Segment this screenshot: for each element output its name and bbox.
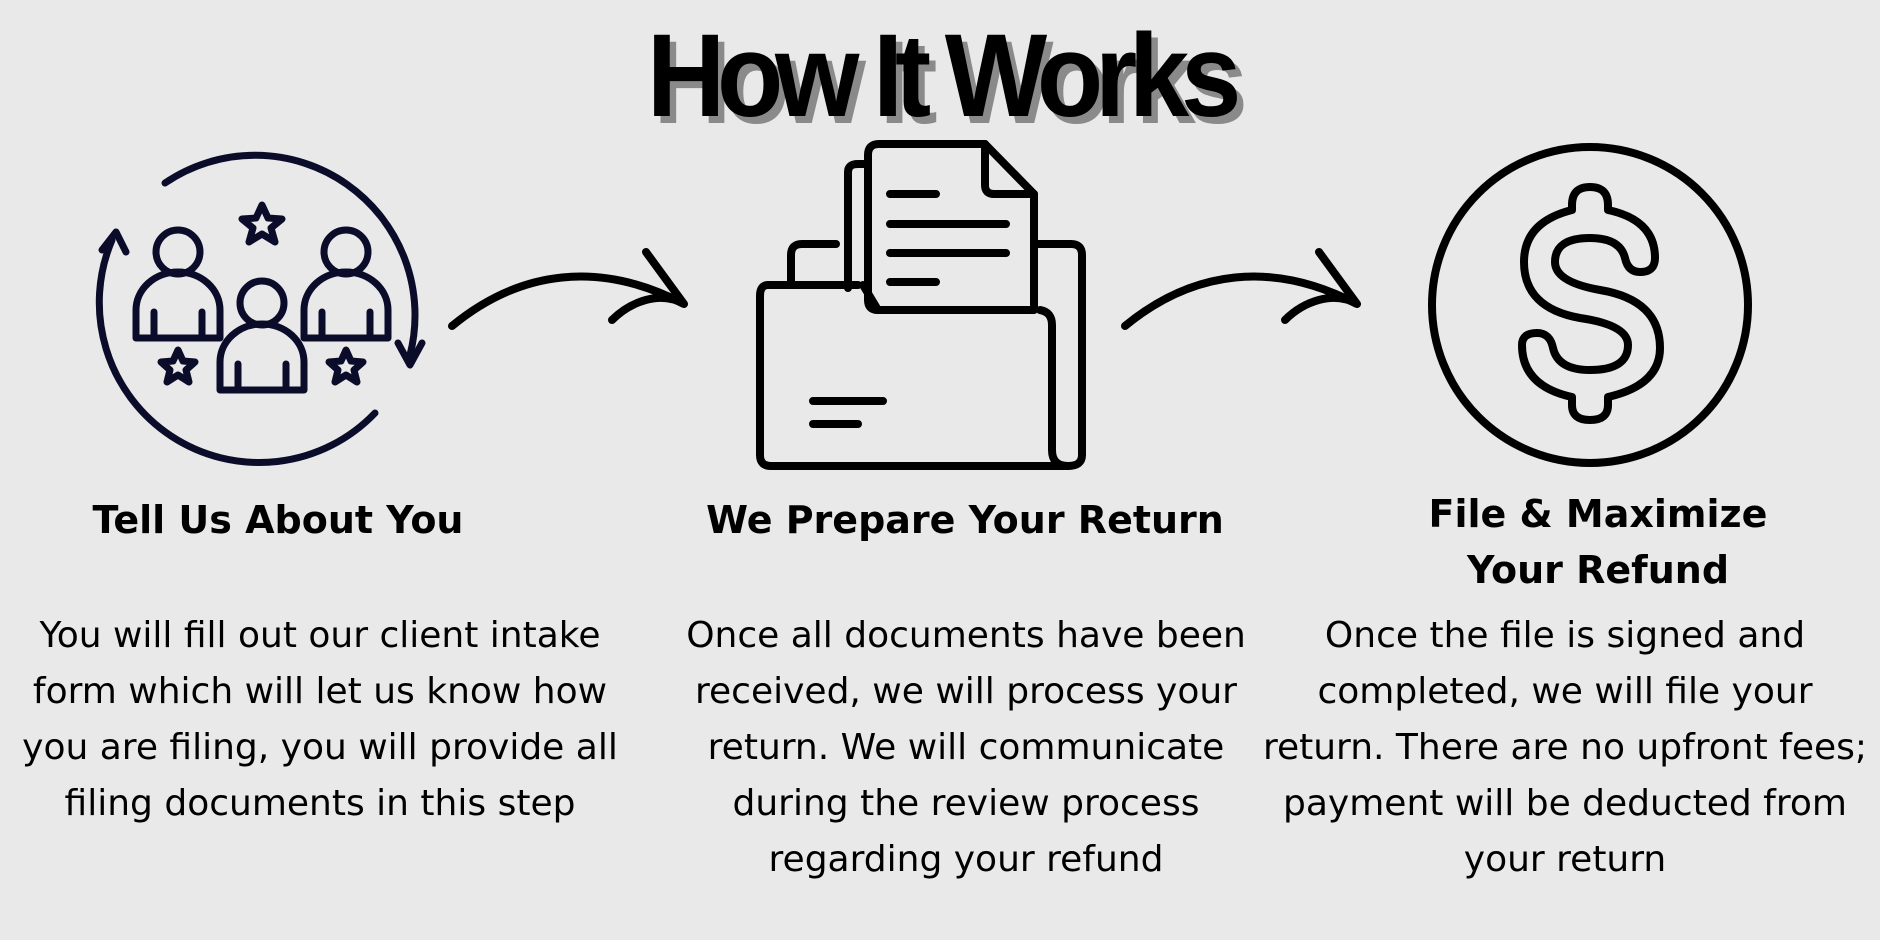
step-3-heading: File & Maximize Your Refund xyxy=(1288,486,1880,598)
arrow-right-icon xyxy=(448,248,688,330)
step-3-heading-line2: Your Refund xyxy=(1466,548,1730,592)
step-3-heading-line1: File & Maximize xyxy=(1428,492,1768,536)
folder-document-icon xyxy=(756,140,1086,470)
page-title: How It Works xyxy=(646,10,1242,142)
step-3-description: Once the file is signed and completed, w… xyxy=(1262,615,1868,880)
step-1-heading: Tell Us About You xyxy=(92,498,464,542)
dollar-coin-icon xyxy=(1428,143,1752,467)
arrow-right-icon xyxy=(1121,248,1361,330)
step-2-heading: We Prepare Your Return xyxy=(706,498,1224,542)
people-cycle-icon xyxy=(95,151,426,466)
step-2-description: Once all documents have been received, w… xyxy=(686,615,1246,880)
step-1-description: You will fill out our client intake form… xyxy=(22,615,618,824)
